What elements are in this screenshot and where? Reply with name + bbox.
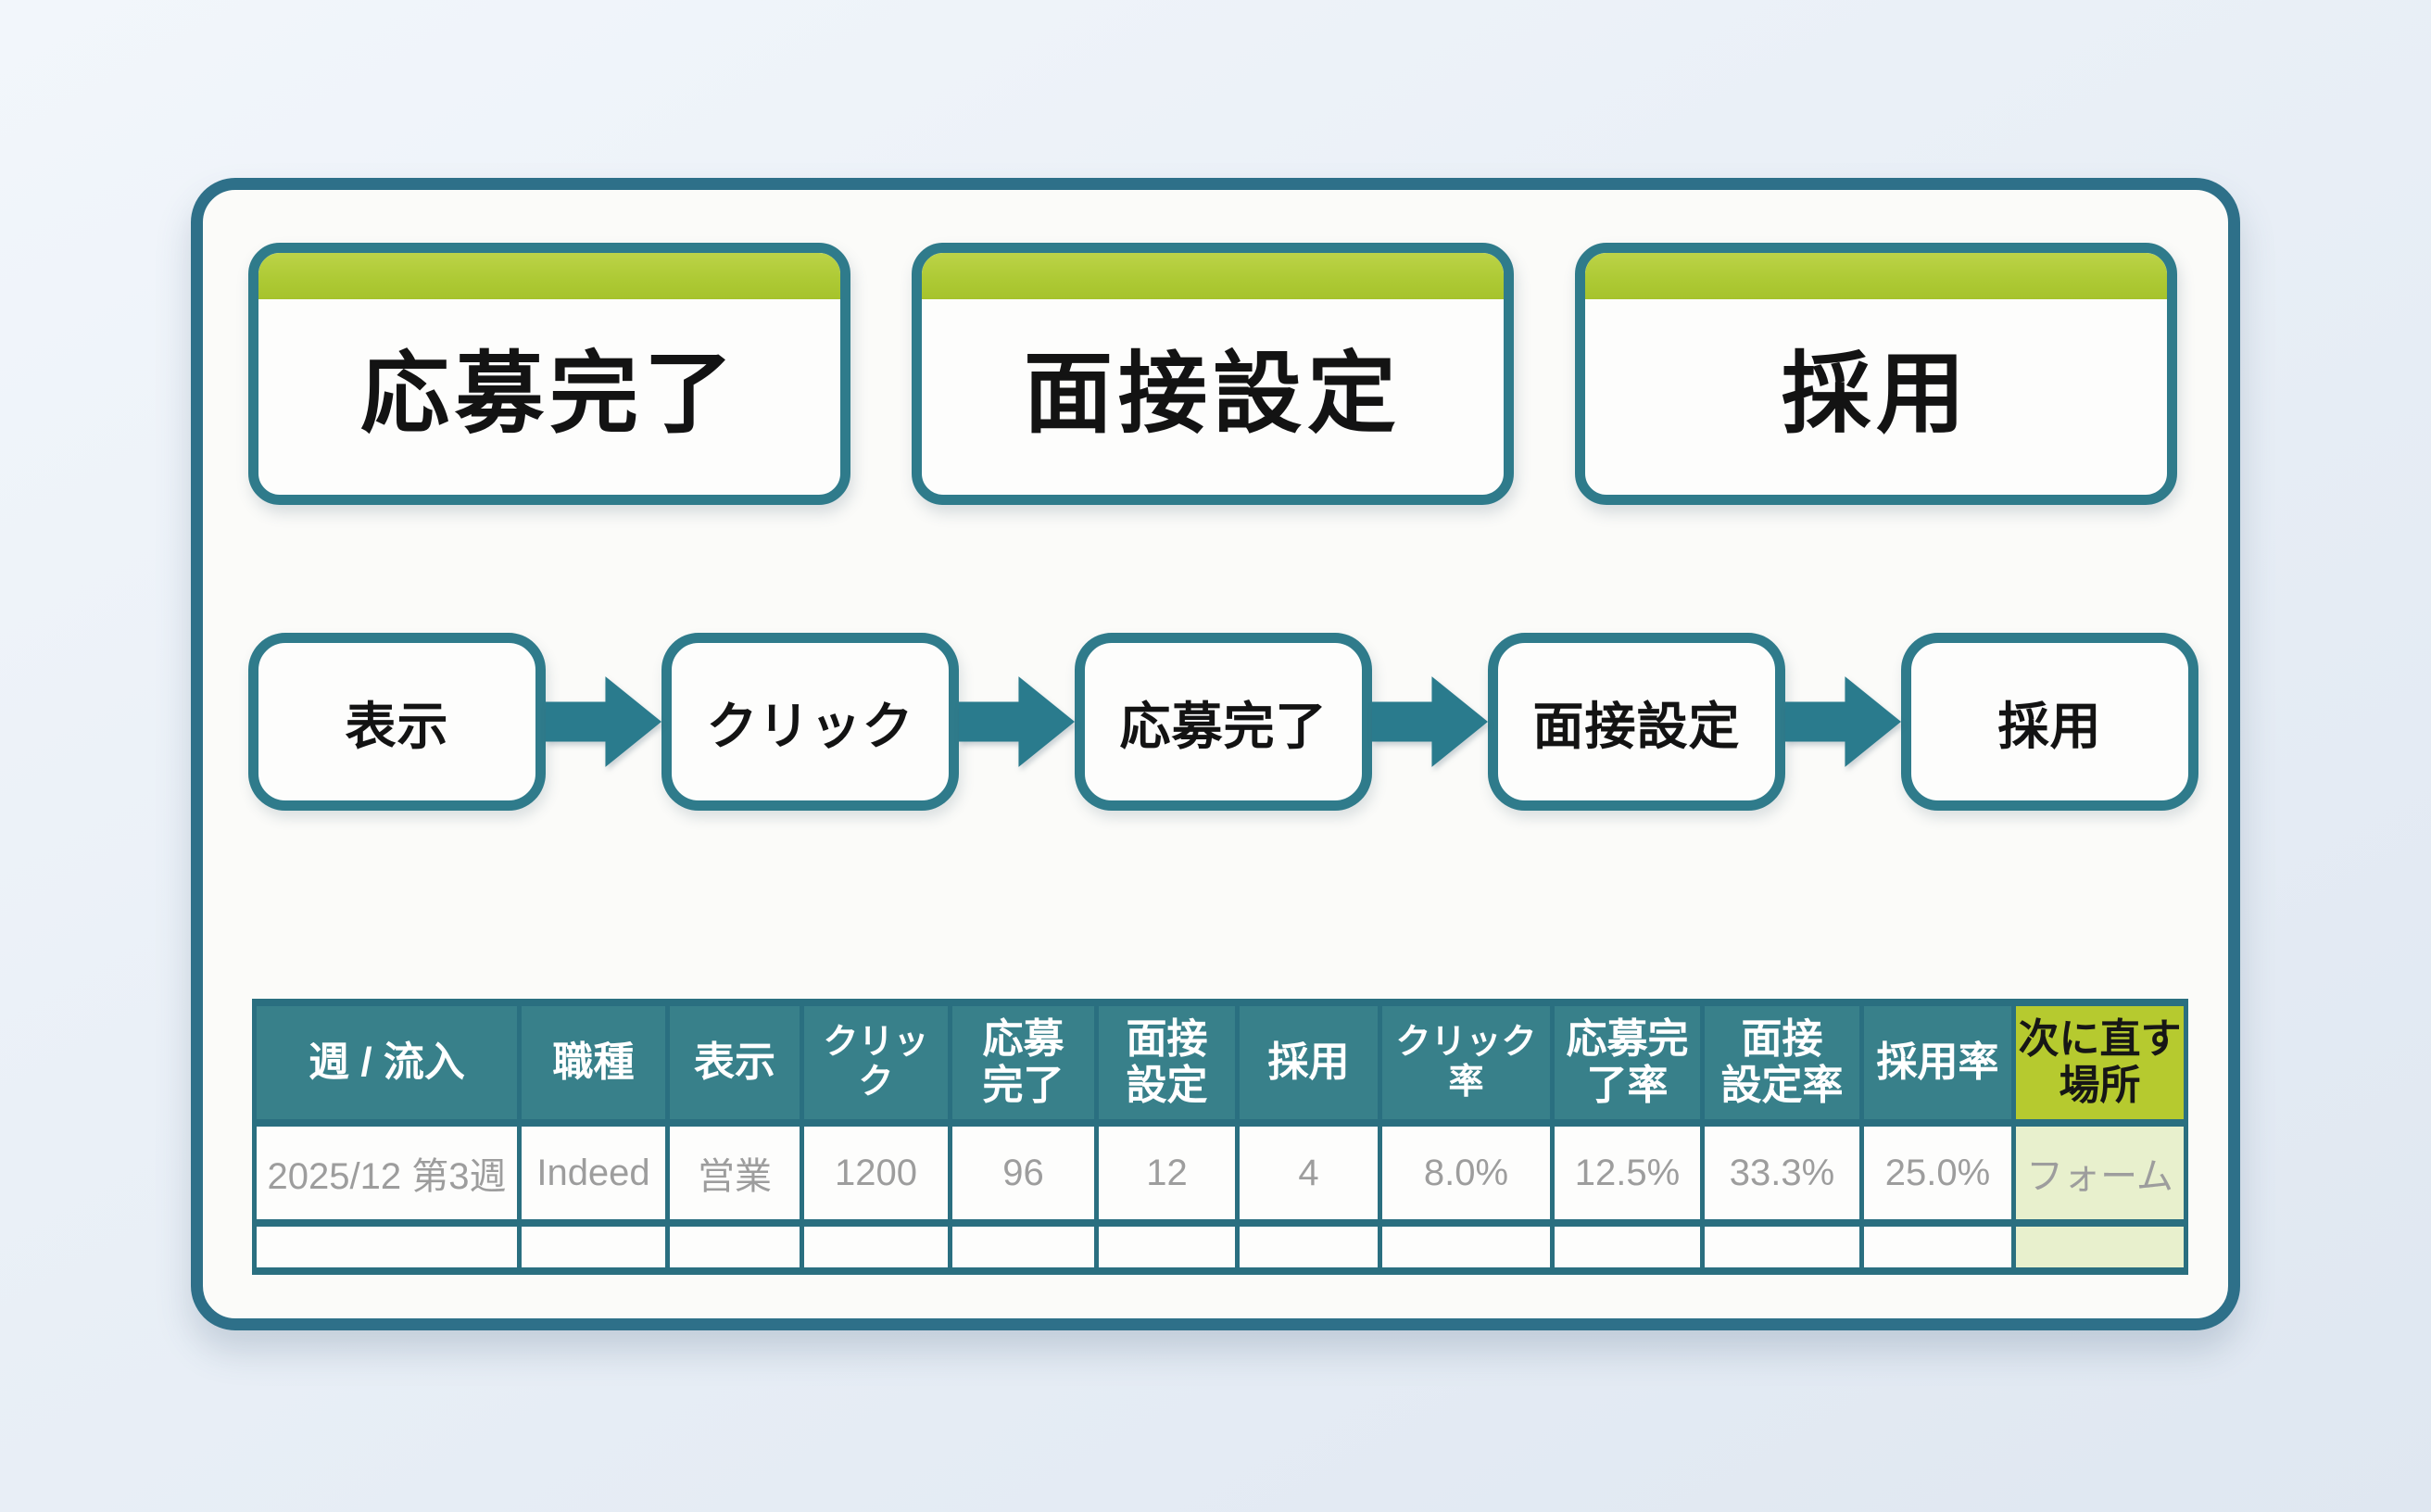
- cell-clicks: [800, 1219, 952, 1275]
- cell-applications: [948, 1219, 1099, 1275]
- card-header-strip: [922, 253, 1504, 299]
- flow-step-label: 表示: [345, 698, 449, 755]
- flow-step-click: クリック: [661, 633, 959, 811]
- cell-click-rate: 8.0%: [1378, 1119, 1555, 1227]
- column-header-next-fix: 次に直す 場所: [2011, 999, 2188, 1127]
- stage-card-hired: 採用: [1575, 243, 2177, 505]
- cell-interviews: [1094, 1219, 1240, 1275]
- cell-job-type: Indeed: [517, 1119, 670, 1227]
- column-header-application-rate: 応募完 了率: [1550, 999, 1705, 1127]
- column-header-applications: 応募 完了: [948, 999, 1099, 1127]
- column-header-impressions: 表示: [665, 999, 804, 1127]
- column-header-click-rate: クリック率: [1378, 999, 1555, 1127]
- flow-step-hired: 採用: [1901, 633, 2198, 811]
- column-header-interview-rate: 面接 設定率: [1700, 999, 1864, 1127]
- flow-step-label: 面接設定: [1532, 698, 1741, 755]
- cell-interview-rate: [1700, 1219, 1864, 1275]
- kpi-table: 週 / 流入 職種 表示 クリック 応募 完了 面接 設定 採用 クリック率 応…: [252, 999, 2188, 1275]
- stage-card-interview-setup: 面接設定: [912, 243, 1514, 505]
- flow-step-label: クリック: [706, 698, 914, 755]
- column-header-interviews: 面接 設定: [1094, 999, 1240, 1127]
- cell-week-source: [252, 1219, 522, 1275]
- cell-hire-rate: [1859, 1219, 2016, 1275]
- arrow-right-icon: [546, 666, 661, 777]
- cell-hires: [1235, 1219, 1382, 1275]
- stage-card-label: 採用: [1782, 345, 1971, 444]
- arrow-right-icon: [959, 666, 1075, 777]
- column-header-hires: 採用: [1235, 999, 1382, 1127]
- table-data-row: 2025/12 第3週 Indeed 営業 1200 96 12 4 8.0% …: [252, 1119, 2188, 1227]
- cell-hires: 4: [1235, 1119, 1382, 1227]
- stage-cards-row: 応募完了 面接設定 採用: [248, 243, 2177, 505]
- column-header-clicks: クリック: [800, 999, 952, 1127]
- stage-card-label: 面接設定: [1024, 345, 1402, 444]
- cell-hire-rate: 25.0%: [1859, 1119, 2016, 1227]
- cell-impressions: 営業: [665, 1119, 804, 1227]
- table-empty-row: [252, 1219, 2188, 1275]
- funnel-flow: 表示 クリック 応募完了 面接設定 採用: [248, 633, 2198, 811]
- cell-next-fix: [2011, 1219, 2188, 1275]
- infographic-card: 応募完了 面接設定 採用 表示 クリック 応募完了 面接設: [191, 178, 2240, 1330]
- cell-interview-rate: 33.3%: [1700, 1119, 1864, 1227]
- cell-impressions: [665, 1219, 804, 1275]
- cell-applications: 96: [948, 1119, 1099, 1227]
- kpi-table-container: 週 / 流入 職種 表示 クリック 応募 完了 面接 設定 採用 クリック率 応…: [252, 999, 2188, 1275]
- cell-next-fix: フォーム: [2011, 1119, 2188, 1227]
- stage-card-application-complete: 応募完了: [248, 243, 850, 505]
- card-header-strip: [258, 253, 840, 299]
- cell-application-rate: 12.5%: [1550, 1119, 1705, 1227]
- arrow-right-icon: [1785, 666, 1901, 777]
- table-header-row: 週 / 流入 職種 表示 クリック 応募 完了 面接 設定 採用 クリック率 応…: [252, 999, 2188, 1127]
- cell-interviews: 12: [1094, 1119, 1240, 1227]
- cell-click-rate: [1378, 1219, 1555, 1275]
- stage-card-label: 応募完了: [360, 345, 738, 444]
- arrow-right-icon: [1372, 666, 1488, 777]
- flow-step-application-complete: 応募完了: [1075, 633, 1372, 811]
- cell-application-rate: [1550, 1219, 1705, 1275]
- flow-step-label: 採用: [1997, 698, 2102, 755]
- cell-week-source: 2025/12 第3週: [252, 1119, 522, 1227]
- column-header-week-source: 週 / 流入: [252, 999, 522, 1127]
- cell-clicks: 1200: [800, 1119, 952, 1227]
- flow-step-label: 応募完了: [1119, 698, 1328, 755]
- column-header-job-type: 職種: [517, 999, 670, 1127]
- card-header-strip: [1585, 253, 2167, 299]
- flow-step-interview-setup: 面接設定: [1488, 633, 1785, 811]
- cell-job-type: [517, 1219, 670, 1275]
- column-header-hire-rate: 採用率: [1859, 999, 2016, 1127]
- flow-step-display: 表示: [248, 633, 546, 811]
